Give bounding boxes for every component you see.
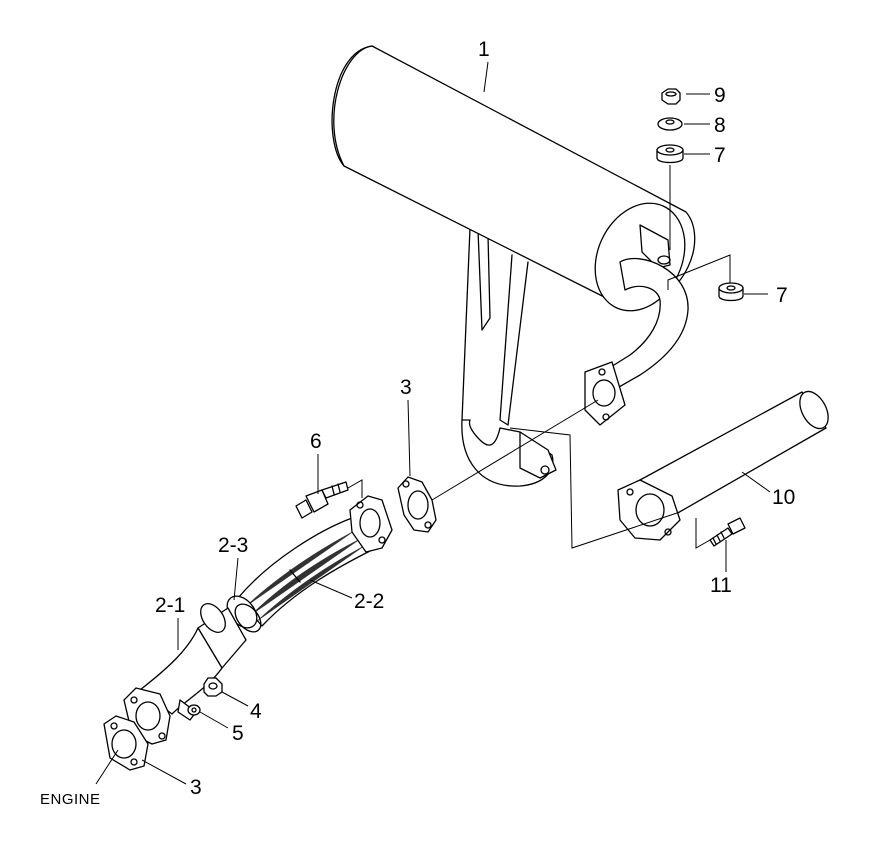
muffler [331, 45, 696, 487]
callout-3-engine: 3 [190, 776, 202, 799]
flex-pipe [237, 517, 373, 627]
connection-line-gasket [431, 399, 599, 501]
rubber-mount-7-top [656, 144, 684, 164]
callout-7-top: 7 [714, 144, 726, 167]
callout-11: 11 [710, 574, 732, 597]
callout-2-1: 2-1 [155, 594, 185, 617]
nut-4 [203, 677, 223, 697]
nut-9 [661, 88, 681, 105]
exhaust-pipe-front [139, 603, 247, 721]
bolt-6 [295, 481, 349, 519]
callout-4: 4 [250, 700, 262, 723]
callout-2-3: 2-3 [218, 534, 248, 557]
gasket-engine [103, 715, 149, 771]
bolt-11-leader [695, 518, 711, 549]
bolt-6-leader [347, 479, 363, 498]
callout-8: 8 [714, 114, 726, 137]
callout-leaders [95, 61, 771, 785]
callout-2-2: 2-2 [354, 590, 384, 613]
callout-9: 9 [714, 84, 726, 107]
side-mount-leader [667, 254, 731, 290]
washer-8 [657, 117, 683, 131]
washer-5 [187, 704, 201, 716]
gasket-rear [397, 476, 437, 533]
engine-label: ENGINE [40, 791, 101, 808]
tail-pipe [617, 390, 829, 541]
callout-1: 1 [478, 38, 490, 61]
callout-3-rear: 3 [400, 376, 412, 399]
connection-line-tail [509, 427, 681, 549]
rubber-mount-7-side [718, 282, 744, 302]
callout-5: 5 [232, 722, 244, 745]
callout-10: 10 [772, 486, 795, 509]
callout-7-side: 7 [776, 284, 788, 307]
bolt-11 [709, 517, 746, 547]
callout-6: 6 [310, 430, 322, 453]
pipe-flange-rear [349, 495, 393, 553]
